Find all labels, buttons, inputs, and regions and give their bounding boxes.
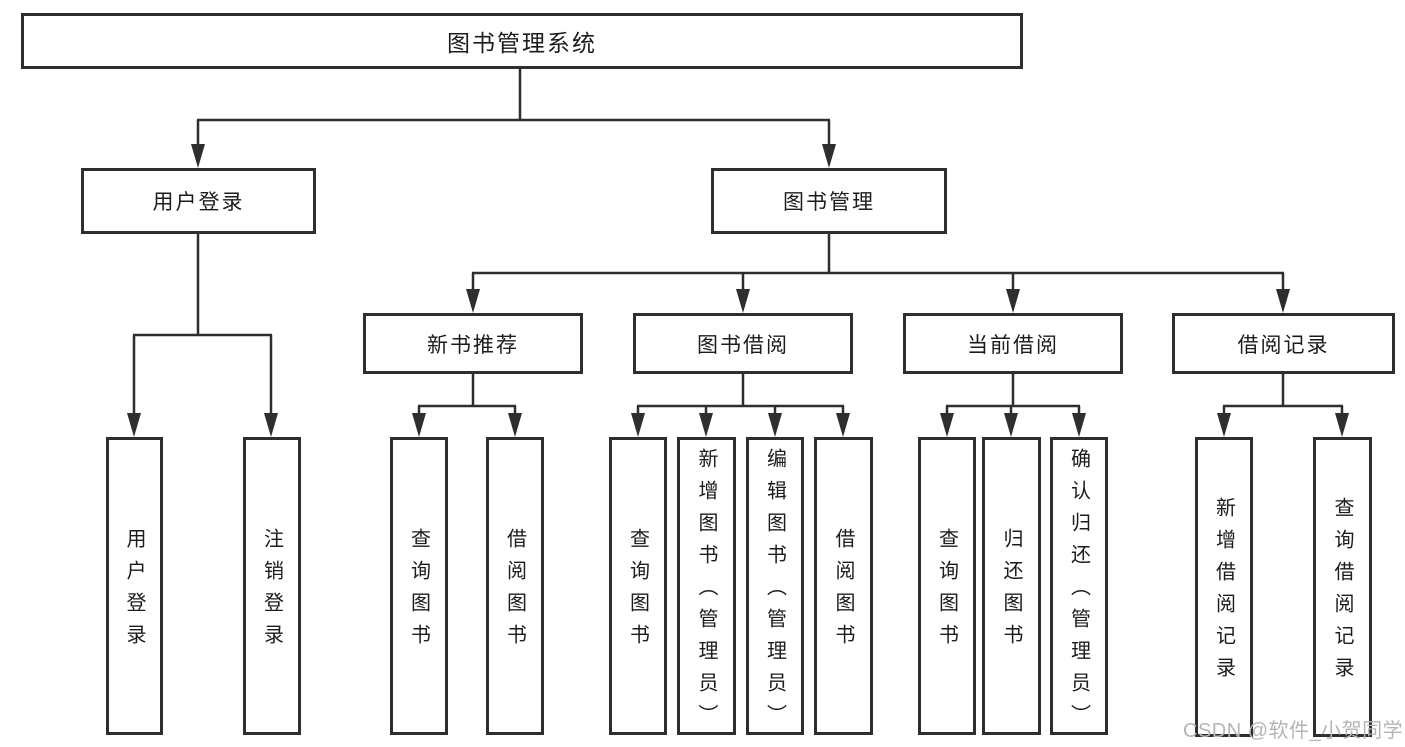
leaf-query-books-borrow: 查询图书	[609, 437, 667, 735]
node-label: 编辑图书（管理员）	[763, 448, 786, 736]
csdn-watermark: CSDN @软件_小贺同学	[1183, 720, 1404, 742]
node-label: 新增借阅记录	[1212, 497, 1235, 689]
node-label: 新增图书（管理员）	[695, 448, 717, 736]
node-label: 当前借阅	[967, 333, 1059, 357]
node-book-borrow: 图书借阅	[633, 313, 853, 374]
leaf-return-book: 归还图书	[982, 437, 1041, 735]
node-current-borrow: 当前借阅	[903, 313, 1123, 374]
node-label: 查询图书	[626, 528, 649, 656]
leaf-logout: 注销登录	[243, 437, 301, 735]
node-label: 查询借阅记录	[1331, 497, 1353, 689]
node-label: 确认归还（管理员）	[1067, 448, 1090, 736]
node-new-book-recommend: 新书推荐	[363, 313, 583, 374]
node-label: 借阅记录	[1237, 333, 1330, 357]
node-label: 图书管理	[783, 191, 875, 214]
node-book-management: 图书管理	[711, 168, 947, 234]
node-label: 借阅图书	[503, 528, 526, 656]
node-label: 查询图书	[935, 528, 958, 656]
leaf-add-borrow-record: 新增借阅记录	[1195, 437, 1253, 737]
node-label: 查询图书	[407, 528, 430, 656]
leaf-confirm-return-admin: 确认归还（管理员）	[1050, 437, 1108, 736]
leaf-query-books-recommend: 查询图书	[390, 437, 448, 735]
node-label: 归还图书	[1000, 528, 1022, 656]
node-label: 借阅图书	[832, 528, 854, 656]
node-label: 注销登录	[260, 528, 283, 656]
node-book-management-system: 图书管理系统	[21, 13, 1023, 69]
node-label: 新书推荐	[427, 333, 519, 357]
leaf-user-login: 用户登录	[106, 437, 163, 735]
node-borrow-records: 借阅记录	[1172, 313, 1395, 374]
leaf-borrow-books: 借阅图书	[814, 437, 873, 735]
node-label: 图书管理系统	[447, 30, 597, 56]
node-label: 用户登录	[152, 191, 245, 214]
leaf-query-books-current: 查询图书	[918, 437, 976, 735]
leaf-borrow-books-recommend: 借阅图书	[486, 437, 544, 735]
node-user-login: 用户登录	[81, 168, 316, 234]
node-label: 用户登录	[123, 528, 145, 656]
leaf-add-book-admin: 新增图书（管理员）	[677, 437, 736, 736]
leaf-query-borrow-record: 查询借阅记录	[1313, 437, 1372, 737]
leaf-edit-book-admin: 编辑图书（管理员）	[746, 437, 804, 736]
node-label: 图书借阅	[697, 333, 789, 357]
